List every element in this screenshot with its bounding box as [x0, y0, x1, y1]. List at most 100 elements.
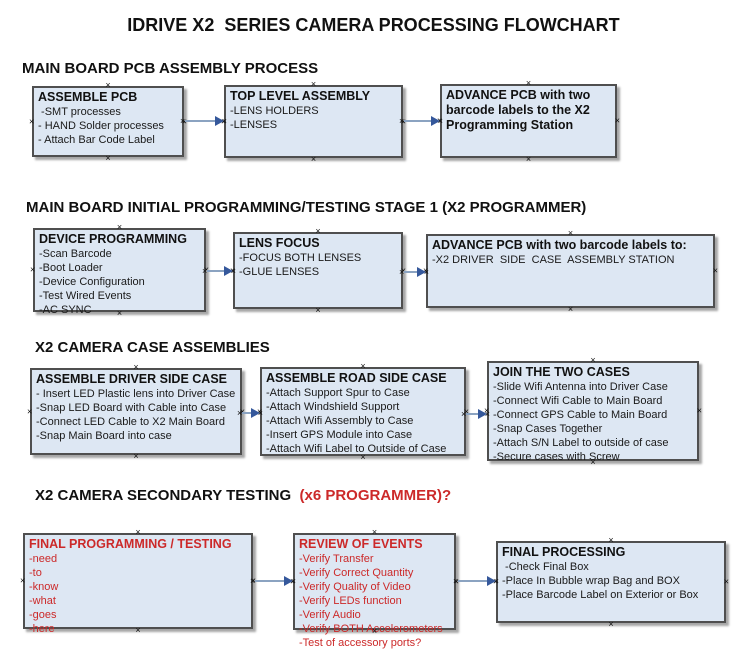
box-item: -LENSES	[230, 119, 278, 131]
flow-connector[interactable]: ××	[461, 408, 490, 420]
arrowhead-icon	[417, 267, 426, 277]
box-item: -Slide Wifi Antenna into Driver Case	[493, 381, 668, 393]
box-item: -Connect GPS Cable to Main Board	[493, 409, 668, 421]
box-item: -GLUE LENSES	[239, 266, 320, 278]
connection-point-icon: ×	[105, 153, 111, 163]
box-item: -Connect LED Cable to X2 Main Board	[36, 416, 225, 428]
box-title: ASSEMBLE PCB	[38, 90, 138, 104]
connection-point-icon: ×	[29, 116, 35, 126]
box-item: -Place In Bubble wrap Bag and BOX	[502, 575, 680, 587]
box-title: JOIN THE TWO CASES	[493, 365, 630, 379]
flow-box-final-programming-testing[interactable]: FINAL PROGRAMMING / TESTING -need -to -k…	[20, 528, 256, 636]
connection-point-icon: ×	[30, 264, 36, 275]
flow-connector[interactable]: ××	[453, 575, 499, 587]
connection-point-icon: ×	[696, 405, 702, 416]
section-heading-pcb-assembly: MAIN BOARD PCB ASSEMBLY PROCESS	[22, 60, 319, 77]
connection-point-icon: ×	[180, 116, 186, 126]
arrowhead-icon	[284, 576, 293, 586]
flow-box-join-the-two-cases[interactable]: JOIN THE TWO CASES -Slide Wifi Antenna i…	[484, 356, 702, 467]
box-item: -Verify BOTH Accelerometers	[299, 623, 443, 635]
box-item: -Snap Cases Together	[493, 423, 603, 435]
flow-box-lens-focus[interactable]: LENS FOCUS -FOCUS BOTH LENSES -GLUE LENS…	[230, 227, 406, 315]
box-item: -Boot Loader	[39, 262, 103, 274]
connection-point-icon: ×	[257, 408, 263, 418]
box-item: -Scan Barcode	[39, 248, 112, 260]
connection-point-icon: ×	[400, 265, 406, 275]
connection-point-icon: ×	[360, 452, 366, 462]
box-item: -Attach Windshield Support	[266, 401, 400, 413]
box-title: TOP LEVEL ASSEMBLY	[230, 89, 371, 103]
connection-point-icon: ×	[461, 409, 467, 419]
connection-point-icon: ×	[399, 116, 405, 126]
flow-box-final-processing[interactable]: FINAL PROCESSING -Check Final Box -Place…	[493, 536, 729, 629]
connection-point-icon: ×	[133, 451, 139, 461]
flow-connector[interactable]: ××	[250, 575, 296, 587]
flow-connector[interactable]: ××	[237, 407, 263, 419]
flow-box-advance-pcb-programming-station[interactable]: ADVANCE PCB with two barcode labels to t…	[437, 79, 620, 164]
connection-point-icon: ×	[437, 116, 443, 126]
connection-point-icon: ×	[250, 575, 256, 586]
connection-point-icon: ×	[221, 116, 227, 126]
connection-point-icon: ×	[202, 266, 208, 276]
flow-box-advance-pcb-driver-side[interactable]: ADVANCE PCB with two barcode labels to: …	[423, 229, 718, 314]
connection-point-icon: ×	[135, 625, 141, 635]
box-item: -Check Final Box	[502, 561, 589, 573]
box-item: -Verify Transfer	[299, 553, 374, 565]
connection-point-icon: ×	[608, 619, 614, 629]
flow-box-assemble-driver-side-case[interactable]: ASSEMBLE DRIVER SIDE CASE - Insert LED P…	[27, 363, 245, 461]
box-item: -LENS HOLDERS	[230, 105, 319, 117]
heading-red-part: (x6 PROGRAMMER)?	[295, 487, 452, 504]
connection-point-icon: ×	[723, 576, 729, 587]
connection-point-icon: ×	[590, 457, 596, 467]
arrowhead-icon	[487, 576, 496, 586]
box-title: ASSEMBLE ROAD SIDE CASE	[266, 371, 447, 385]
box-title: FINAL PROCESSING	[502, 545, 626, 559]
box-title: ADVANCE PCB with two barcode labels to:	[432, 238, 687, 252]
box-item: -Place Barcode Label on Exterior or Box	[502, 589, 699, 601]
connection-point-icon: ×	[20, 575, 26, 586]
connection-point-icon: ×	[315, 226, 321, 236]
box-title: LENS FOCUS	[239, 236, 320, 250]
flow-box-review-of-events[interactable]: REVIEW OF EVENTS -Verify Transfer -Verif…	[290, 528, 459, 650]
box-item: -Test Wired Events	[39, 290, 132, 302]
box-title: REVIEW OF EVENTS	[299, 537, 423, 551]
connection-point-icon: ×	[567, 228, 574, 238]
flow-box-device-programming[interactable]: DEVICE PROGRAMMING -Scan Barcode -Boot L…	[30, 223, 209, 318]
box-item: -Verify Audio	[299, 609, 361, 621]
connection-point-icon: ×	[567, 304, 574, 314]
connection-point-icon: ×	[493, 576, 499, 586]
flow-connector[interactable]: ××	[399, 266, 429, 278]
box-item: -Verify LEDs function	[299, 595, 402, 607]
connection-point-icon: ×	[133, 362, 139, 372]
flow-connector[interactable]: ××	[399, 115, 443, 127]
box-item: -here	[29, 623, 55, 635]
connection-point-icon: ×	[182, 117, 187, 126]
connector-line	[242, 412, 255, 414]
heading-black-part: X2 CAMERA SECONDARY TESTING	[35, 487, 296, 504]
section-heading-secondary-testing: X2 CAMERA SECONDARY TESTING (x6 PROGRAMM…	[35, 487, 451, 504]
connection-point-icon: ×	[116, 308, 123, 318]
box-item: -goes	[29, 609, 57, 621]
box-title: DEVICE PROGRAMMING	[39, 232, 187, 246]
connection-point-icon: ×	[399, 267, 405, 277]
connection-point-icon: ×	[371, 626, 378, 636]
box-item: -Snap LED Board with Cable into Case	[36, 402, 227, 414]
connection-point-icon: ×	[315, 305, 321, 315]
box-item: -to	[29, 567, 42, 579]
box-item: -Insert GPS Module into Case	[266, 429, 413, 441]
arrowhead-icon	[215, 116, 224, 126]
flow-connector[interactable]: ××	[202, 265, 236, 277]
box-item: -need	[29, 553, 58, 565]
box-item: -Snap Main Board into case	[36, 430, 172, 442]
flow-box-assemble-road-side-case[interactable]: ASSEMBLE ROAD SIDE CASE -Attach Support …	[257, 362, 469, 462]
connection-point-icon: ×	[237, 408, 243, 418]
flow-connector[interactable]: ××	[180, 115, 227, 127]
connection-point-icon: ×	[525, 78, 532, 88]
flow-box-top-level-assembly[interactable]: TOP LEVEL ASSEMBLY -LENS HOLDERS -LENSES…	[221, 80, 406, 164]
connection-point-icon: ×	[712, 265, 718, 276]
box-item: -Device Configuration	[39, 276, 145, 288]
connection-point-icon: ×	[239, 406, 245, 416]
flow-box-assemble-pcb[interactable]: ASSEMBLE PCB -SMT processes - HAND Solde…	[29, 81, 187, 163]
connector-line	[185, 120, 219, 122]
